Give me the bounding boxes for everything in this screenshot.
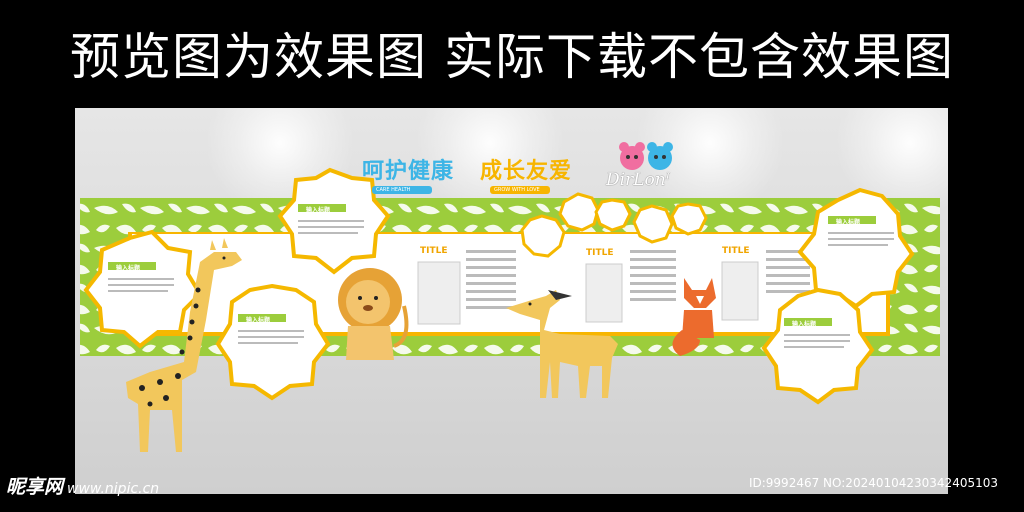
heading-grow-love: 成长友爱 GROW WITH LOVE — [480, 153, 572, 194]
star-card — [83, 229, 203, 349]
photo-star — [520, 192, 708, 258]
star-card — [215, 283, 331, 401]
brand-logo-text: DirLonᴵ — [606, 170, 670, 190]
panel-title: TITLE — [722, 246, 750, 256]
image-id-text: ID:9992467 NO:20240104230342405103 — [748, 476, 998, 490]
banner-title: 预览图为效果图 实际下载不包含效果图 — [70, 28, 954, 86]
star-card-label: 输入标题 — [792, 321, 817, 328]
heading-grow-love-sub: GROW WITH LOVE — [490, 186, 550, 194]
star-card-label: 输入标题 — [306, 207, 331, 214]
heading-grow-love-text: 成长友爱 — [480, 159, 573, 184]
heading-care-health: 呵护健康 CARE HEALTH — [362, 153, 454, 194]
heading-care-health-sub: CARE HEALTH — [372, 186, 432, 194]
lion-illustration — [338, 268, 409, 360]
panel-3 — [721, 250, 810, 321]
panel-title: TITLE — [420, 246, 448, 256]
star-card-label: 输入标题 — [116, 265, 141, 272]
panel-title: TITLE — [586, 248, 614, 258]
giraffe-illustration — [126, 238, 242, 452]
star-card — [761, 287, 875, 405]
site-logo: 昵享网 — [6, 476, 64, 498]
star-card-label: 输入标题 — [836, 219, 861, 226]
panel-2 — [585, 250, 676, 323]
star-card-label: 输入标题 — [246, 317, 271, 324]
logo-faces — [619, 142, 673, 170]
site-url: www.nipic.cn — [67, 481, 160, 497]
panel-1 — [417, 250, 516, 325]
heading-care-health-text: 呵护健康 — [362, 159, 455, 184]
fox-illustration — [672, 278, 716, 356]
deer-illustration — [506, 290, 618, 398]
